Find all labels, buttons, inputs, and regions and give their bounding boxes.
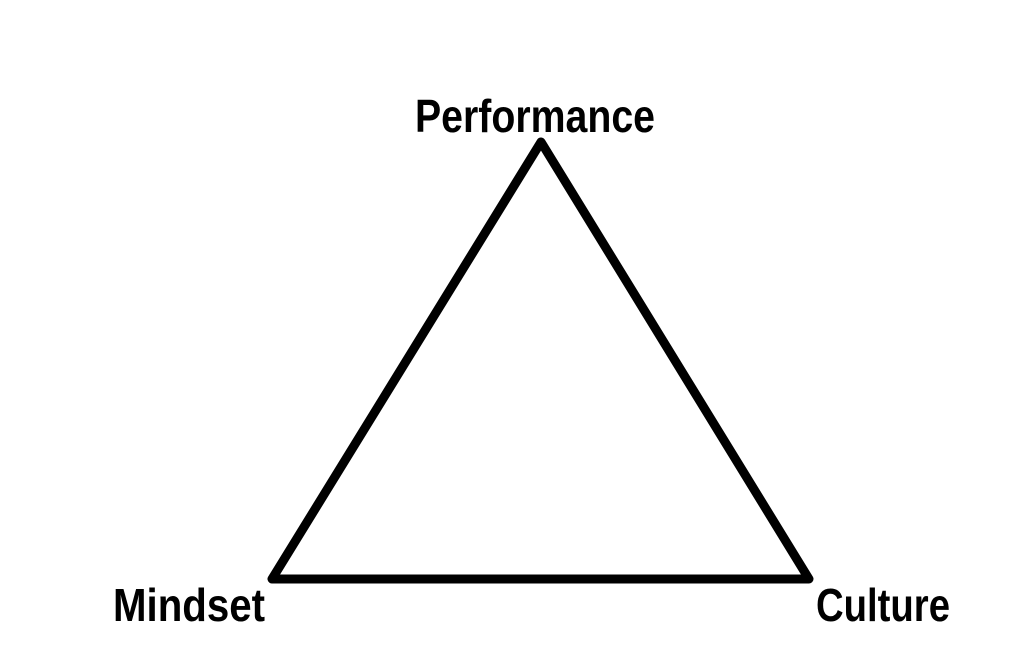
label-culture: Culture xyxy=(816,579,950,631)
label-mindset: Mindset xyxy=(113,579,265,631)
triangle-outline xyxy=(267,137,814,584)
label-performance: Performance xyxy=(415,90,655,142)
